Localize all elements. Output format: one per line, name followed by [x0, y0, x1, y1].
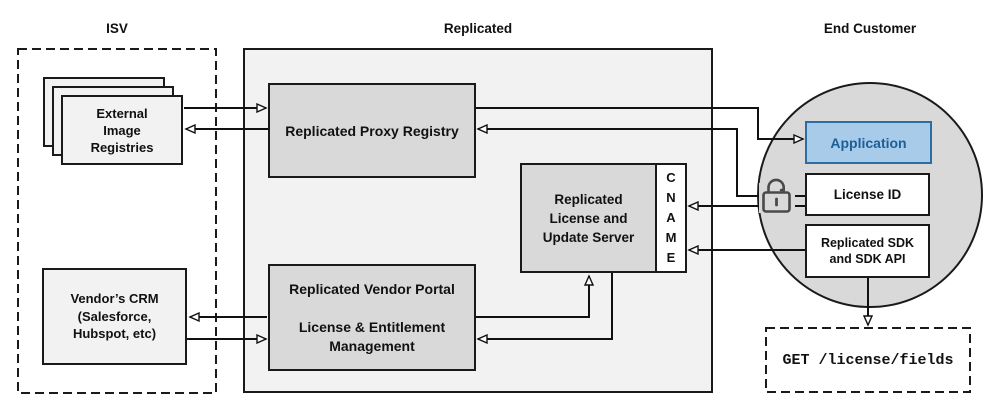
section-label-end-customer: End Customer	[823, 21, 917, 36]
license-id-box: License ID	[805, 173, 930, 216]
replicated-proxy-registry-box: Replicated Proxy Registry	[268, 83, 476, 178]
arrow-proxy-to-application	[476, 107, 803, 139]
external-image-registries-box: External Image Registries	[61, 95, 183, 165]
vendors-crm-box: Vendor’s CRM (Salesforce, Hubspot, etc)	[42, 268, 187, 365]
replicated-license-update-server-box: Replicated License and Update Server	[520, 163, 657, 273]
replicated-sdk-box: Replicated SDK and SDK API	[805, 224, 930, 278]
section-label-isv: ISV	[106, 21, 128, 36]
get-license-fields-request: GET /license/fields	[782, 351, 954, 369]
section-label-replicated: Replicated	[443, 21, 513, 36]
application-box: Application	[805, 121, 932, 164]
arrow-portal-to-license-server	[476, 276, 589, 318]
replicated-vendor-portal-box: Replicated Vendor Portal License & Entit…	[268, 264, 476, 371]
isv-dashed-frame	[17, 48, 217, 394]
get-request-dashed-frame	[765, 327, 971, 393]
cname-box: C N A M E	[655, 163, 687, 273]
arrow-license-server-to-portal	[478, 273, 613, 339]
open-lock-icon	[759, 178, 795, 213]
